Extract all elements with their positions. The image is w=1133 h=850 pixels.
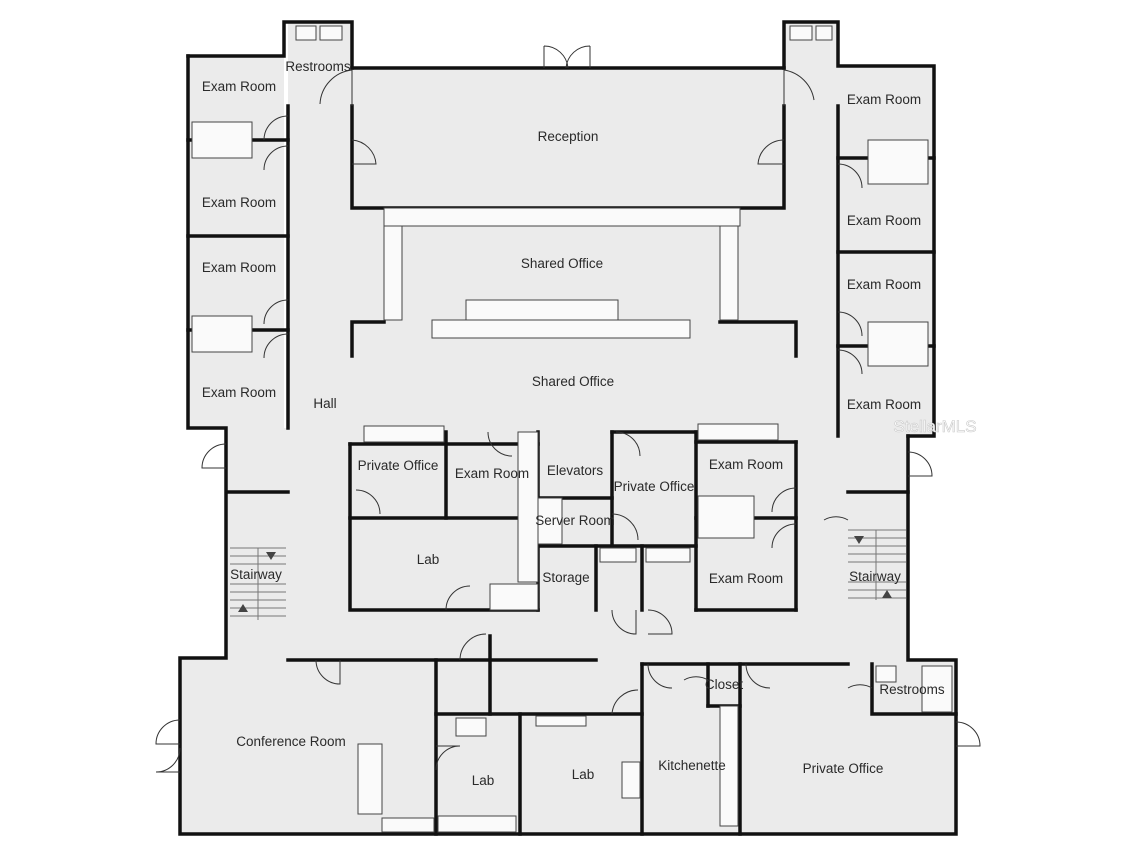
door-swings: [155, 45, 981, 773]
room-exam-left-2: Exam Room: [202, 195, 276, 210]
room-exam-right-1: Exam Room: [847, 92, 921, 107]
room-labels: Restrooms Reception Shared Office Shared…: [202, 59, 945, 788]
room-exam-center: Exam Room: [455, 466, 529, 481]
stair-arrow-icons: [238, 536, 892, 612]
room-storage: Storage: [542, 570, 589, 585]
stair-down-arrow-icon: [266, 552, 276, 560]
room-exam-left-1: Exam Room: [202, 79, 276, 94]
room-exam-right-2: Exam Room: [847, 213, 921, 228]
room-exam-right-3: Exam Room: [847, 277, 921, 292]
room-shared-office-lower: Shared Office: [532, 374, 614, 389]
room-restrooms-top: Restrooms: [285, 59, 351, 74]
room-private-office-right: Private Office: [803, 761, 884, 776]
room-reception: Reception: [538, 129, 599, 144]
room-server-room: Server Room: [535, 513, 615, 528]
room-shared-office-upper: Shared Office: [521, 256, 603, 271]
room-exam-center-right-1: Exam Room: [709, 457, 783, 472]
room-hall: Hall: [313, 396, 336, 411]
room-closet: Closet: [705, 677, 744, 692]
room-lab-bottom: Lab: [572, 767, 595, 782]
room-elevators: Elevators: [547, 463, 604, 478]
room-stairway-right: Stairway: [849, 569, 901, 584]
room-exam-right-4: Exam Room: [847, 397, 921, 412]
stair-up-arrow-icon: [882, 590, 892, 598]
fixtures: [191, 25, 953, 833]
room-exam-left-4: Exam Room: [202, 385, 276, 400]
room-conference-room: Conference Room: [236, 734, 346, 749]
room-stairway-left: Stairway: [230, 567, 282, 582]
stair-treads-left: [230, 547, 286, 620]
room-restrooms-right: Restrooms: [879, 682, 945, 697]
room-exam-left-3: Exam Room: [202, 260, 276, 275]
room-private-office-center: Private Office: [614, 479, 695, 494]
room-exam-center-right-2: Exam Room: [709, 571, 783, 586]
room-private-office-left: Private Office: [358, 458, 439, 473]
watermark-logo-text: StellarMLS: [893, 417, 976, 436]
room-lab-small: Lab: [472, 773, 495, 788]
stair-down-arrow-icon: [854, 536, 864, 544]
room-lab-main: Lab: [417, 552, 440, 567]
stair-up-arrow-icon: [238, 604, 248, 612]
room-kitchenette: Kitchenette: [658, 758, 726, 773]
